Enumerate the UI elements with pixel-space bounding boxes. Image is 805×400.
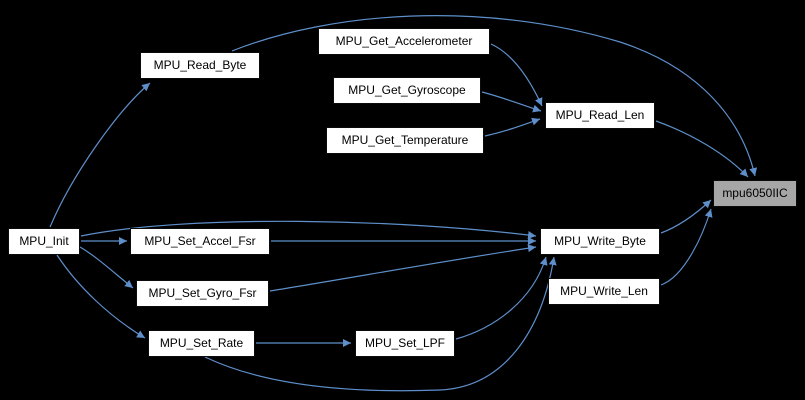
edge-mpu-set-gyro-fsr-to-mpu-write-byte	[269, 244, 537, 292]
node-mpu-get-gyroscope[interactable]: MPU_Get_Gyroscope	[333, 77, 481, 104]
node-mpu-get-temperature[interactable]: MPU_Get_Temperature	[326, 127, 484, 154]
node-mpu-write-byte[interactable]: MPU_Write_Byte	[540, 228, 660, 255]
edge-mpu-get-gyroscope-to-mpu-read-len	[481, 91, 542, 113]
node-mpu-set-gyro-fsr[interactable]: MPU_Set_Gyro_Fsr	[136, 280, 269, 307]
node-mpu-read-byte[interactable]: MPU_Read_Byte	[140, 52, 260, 79]
edge-mpu-get-accelerometer-to-mpu-read-len	[490, 43, 543, 107]
edge-mpu-write-len-to-mpu6050iic	[660, 208, 713, 286]
edge-mpu-init-to-mpu-read-byte	[49, 82, 151, 228]
node-mpu-set-accel-fsr[interactable]: MPU_Set_Accel_Fsr	[130, 228, 270, 255]
node-mpu-set-lpf[interactable]: MPU_Set_LPF	[355, 330, 455, 357]
edge-mpu-get-temperature-to-mpu-read-len	[484, 117, 541, 137]
node-mpu-init[interactable]: MPU_Init	[8, 228, 80, 255]
node-mpu-read-len[interactable]: MPU_Read_Len	[545, 102, 655, 129]
edge-mpu-init-to-mpu-set-gyro-fsr	[79, 246, 134, 289]
node-mpu-get-accelerometer[interactable]: MPU_Get_Accelerometer	[318, 28, 490, 55]
edge-mpu-set-lpf-to-mpu-write-byte	[455, 256, 548, 340]
edge-mpu-read-byte-to-mpu6050iic	[231, 15, 758, 177]
edge-mpu-read-len-to-mpu6050iic	[655, 120, 749, 178]
edge-mpu-init-to-mpu-set-rate	[56, 254, 146, 339]
edge-mpu-write-byte-to-mpu6050iic	[660, 199, 712, 234]
node-mpu-set-rate[interactable]: MPU_Set_Rate	[148, 330, 255, 357]
node-mpu-write-len[interactable]: MPU_Write_Len	[548, 278, 660, 305]
edge-mpu-set-rate-to-mpu-write-byte	[204, 256, 557, 392]
node-mpu6050iic: mpu6050IIC	[713, 180, 797, 207]
